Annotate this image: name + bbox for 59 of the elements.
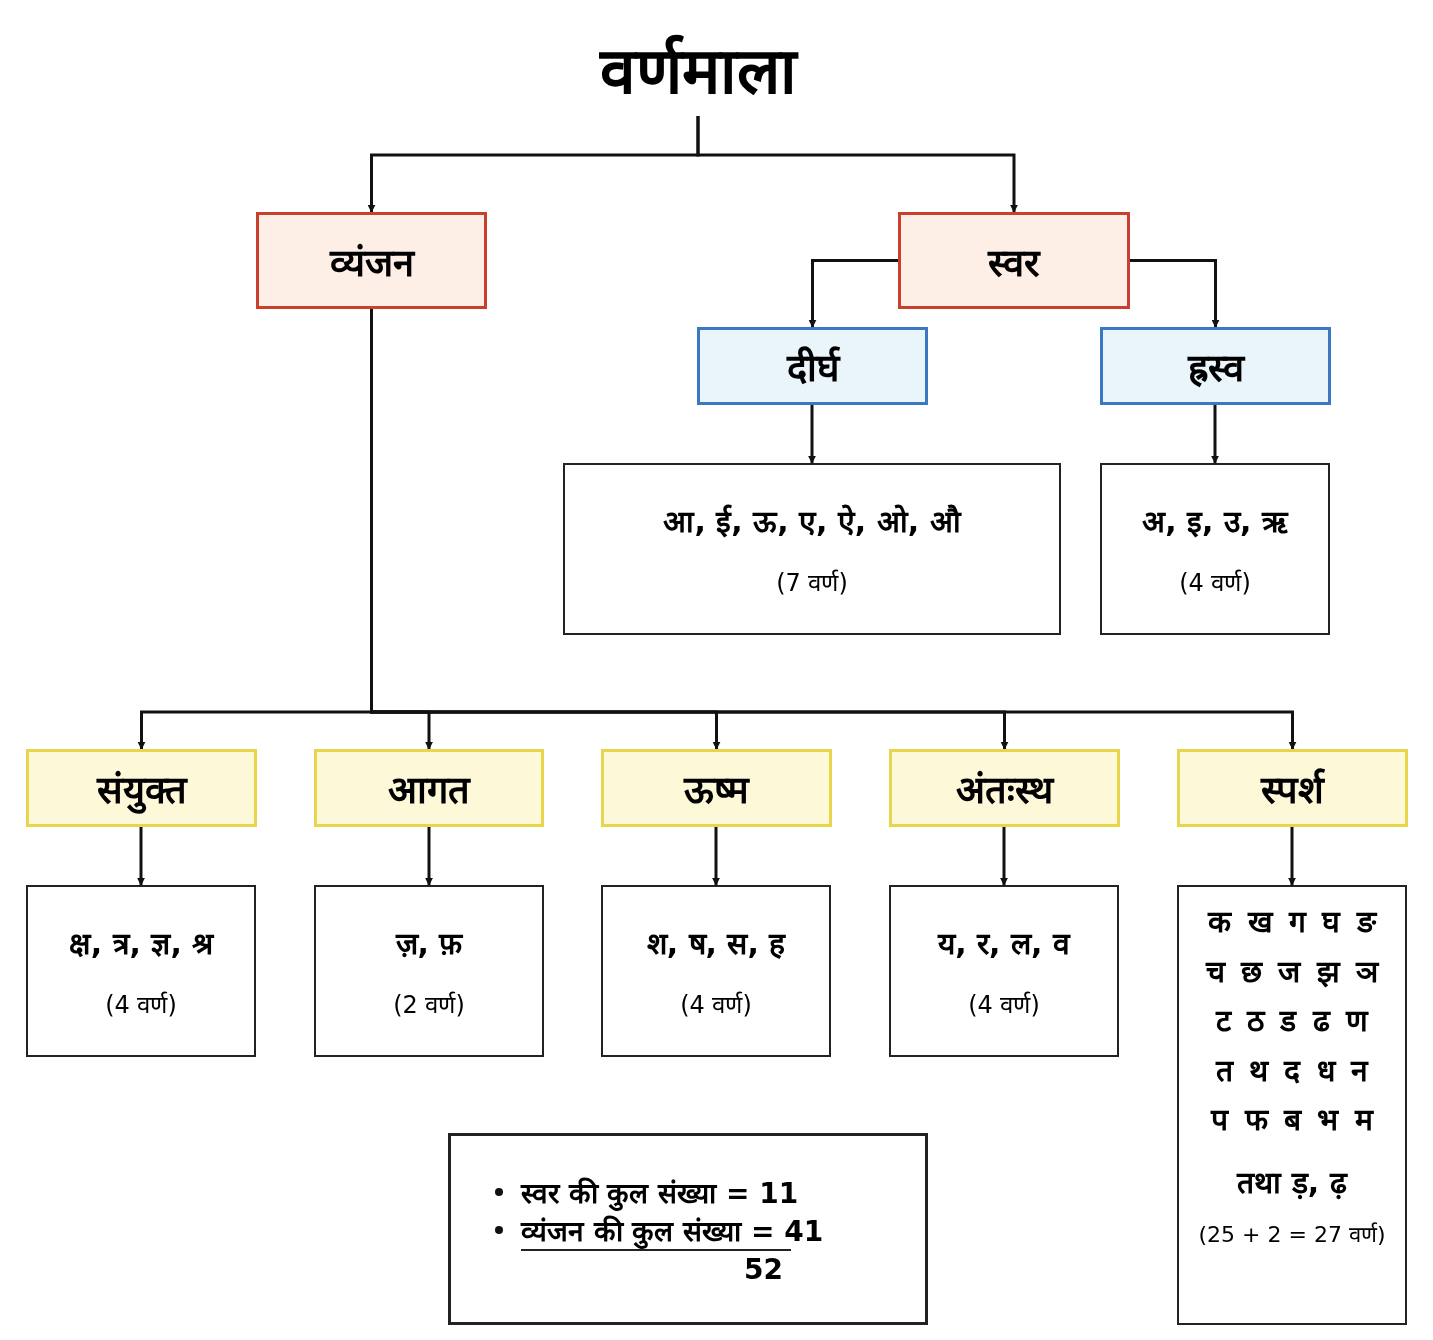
- arrow: [712, 827, 720, 886]
- letters-row-text: प फ ब भ म: [1211, 1101, 1373, 1139]
- category-box: [898, 212, 1130, 309]
- arrow: [1288, 827, 1296, 886]
- arrow: [137, 827, 145, 886]
- count-text: (4 वर्ण): [105, 990, 177, 1020]
- arrow: [696, 116, 1018, 213]
- letters-text: क्ष, त्र, ज्ञ, श्र: [68, 925, 214, 963]
- subcategory-box: [1177, 749, 1408, 827]
- letters-text: श, ष, स, ह: [646, 925, 786, 963]
- arrow: [1000, 827, 1008, 886]
- arrow: [1130, 259, 1220, 328]
- note-box: [448, 1133, 928, 1325]
- letters-row-text: क ख ग घ ङ: [1208, 903, 1376, 941]
- arrow: [808, 405, 816, 464]
- letters-text: अ, इ, उ, ऋ: [1142, 503, 1288, 541]
- category-box: [256, 212, 487, 309]
- subcategory-box: [26, 749, 257, 827]
- arrow: [808, 259, 898, 328]
- category-label: ऊष्म: [684, 767, 749, 814]
- count-text: (7 वर्ण): [776, 568, 848, 598]
- count-text: (4 वर्ण): [968, 990, 1040, 1020]
- category-label: अंतःस्थ: [956, 767, 1053, 814]
- count-text: (4 वर्ण): [1179, 568, 1251, 598]
- count-text: (2 वर्ण): [393, 990, 465, 1020]
- letters-box: [314, 885, 544, 1057]
- category-label: आगत: [388, 767, 470, 814]
- subcategory-box: [889, 749, 1120, 827]
- total-sum: 52: [521, 1248, 791, 1286]
- letters-text: आ, ई, ऊ, ए, ऐ, ओ, औ: [663, 503, 961, 541]
- note-text: स्वर की कुल संख्या = 11: [521, 1175, 799, 1211]
- count-text: (4 वर्ण): [680, 990, 752, 1020]
- count-text: (25 + 2 = 27 वर्ण): [1198, 1220, 1386, 1248]
- letters-row-text: त थ द ध न: [1215, 1051, 1369, 1090]
- subcategory-box: [1100, 327, 1331, 405]
- subcategory-box: [314, 749, 544, 827]
- category-label: दीर्घ: [786, 345, 839, 392]
- letters-text: य, र, ल, व: [938, 925, 1070, 963]
- category-label: संयुक्त: [96, 767, 187, 814]
- letters-box: [889, 885, 1119, 1057]
- category-label: स्पर्श: [1261, 767, 1324, 814]
- letters-box: [1177, 885, 1407, 1325]
- letters-text: तथा ड़, ढ़: [1237, 1163, 1347, 1202]
- letters-box: [601, 885, 831, 1057]
- subcategory-box: [697, 327, 928, 405]
- category-label: ह्रस्व: [1187, 345, 1244, 392]
- arrow: [1211, 405, 1219, 464]
- subcategory-box: [601, 749, 832, 827]
- letters-box: [26, 885, 256, 1057]
- letters-box: [1100, 463, 1330, 635]
- letters-box: [563, 463, 1061, 635]
- node-label: वर्णमाला: [599, 32, 797, 110]
- letters-row-text: च छ ज झ ञ: [1205, 952, 1379, 991]
- arrow: [425, 827, 433, 886]
- note-text: व्यंजन की कुल संख्या = 41: [521, 1213, 824, 1249]
- category-label: स्वर: [988, 239, 1040, 287]
- letters-row-text: ट ठ ड ढ ण: [1215, 1002, 1369, 1040]
- letters-text: ज़, फ़: [395, 925, 463, 963]
- category-label: व्यंजन: [329, 239, 414, 287]
